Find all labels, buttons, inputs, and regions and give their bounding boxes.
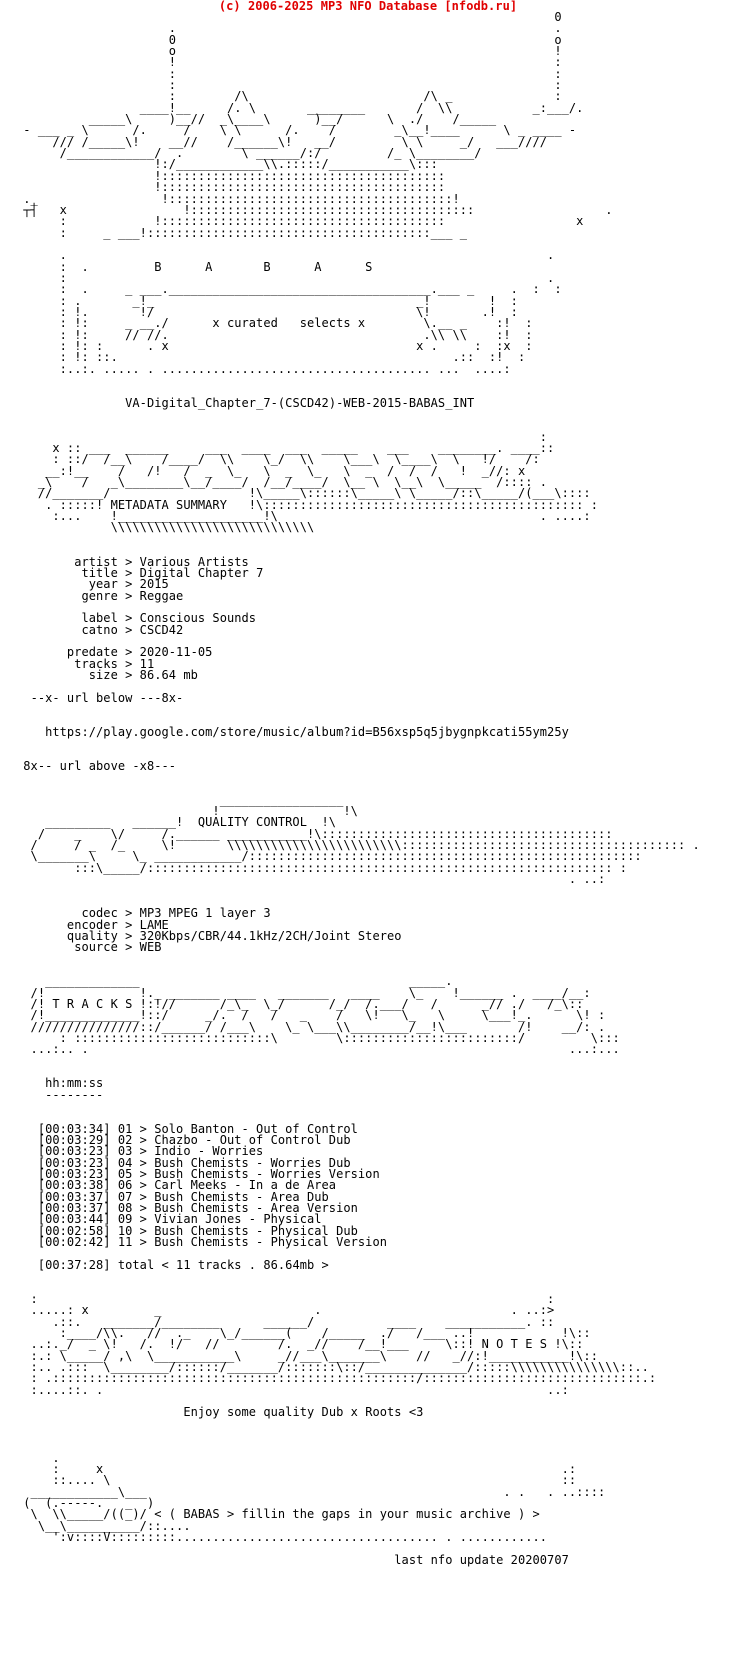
field-value: CSCD42 xyxy=(139,622,184,637)
track-row: [00:03:29] 02 > Chazbo - Out of Control … xyxy=(16,1133,351,1148)
time-underline: -------- xyxy=(45,1087,104,1102)
field-row-codec: codec > MP3 MPEG 1 layer 3 xyxy=(16,906,700,921)
field-key: predate > xyxy=(16,645,140,660)
field-row-catno: catno > CSCD42 xyxy=(16,622,700,637)
field-value: 2020-11-05 xyxy=(139,645,213,660)
field-value: WEB xyxy=(139,940,162,955)
field-row-predate: predate > 2020-11-05 xyxy=(16,645,700,660)
metadata-banner-ascii-art: : x :: ___ ______ ___ ____ ___ _____ ___… xyxy=(37,429,598,535)
quality-control-banner-ascii-art: _________________ ! !\ _________ ______!… xyxy=(30,792,700,887)
logo-mid-ascii-art: : _ ___!::::::::::::::::::::::::::::::::… xyxy=(59,225,562,376)
field-value: Digital Chapter 7 xyxy=(139,565,264,580)
field-value: 11 xyxy=(139,656,155,671)
album-url-link[interactable]: https://play.google.com/store/music/albu… xyxy=(45,724,569,739)
field-key: catno > xyxy=(16,622,140,637)
field-key: quality > xyxy=(16,928,140,943)
track-row: [00:03:34] 01 > Solo Banton - Out of Con… xyxy=(16,1121,358,1136)
track-row: [00:03:23] 05 > Bush Chemists - Worries … xyxy=(16,1167,380,1182)
field-key: encoder > xyxy=(16,917,140,932)
field-row-artist: artist > Various Artists xyxy=(16,554,700,569)
field-value: LAME xyxy=(139,917,169,932)
field-value: 86.64 mb xyxy=(139,667,198,682)
field-key: source > xyxy=(16,940,140,955)
field-key: year > xyxy=(16,577,140,592)
track-row: [00:02:42] 11 > Bush Chemists - Physical… xyxy=(16,1235,388,1250)
field-row-quality: quality > 320Kbps/CBR/44.1kHz/2CH/Joint … xyxy=(16,928,700,943)
track-row: [00:02:58] 10 > Bush Chemists - Physical… xyxy=(16,1223,358,1238)
field-value: Various Artists xyxy=(139,554,249,569)
last-update-line: last nfo update 20200707 xyxy=(16,1552,700,1567)
field-key: artist > xyxy=(16,554,140,569)
field-row-size: size > 86.64 mb xyxy=(16,667,700,682)
track-row: [00:03:38] 06 > Carl Meeks - In a de Are… xyxy=(16,1178,337,1193)
notes-banner-ascii-art: : : .....: x _ . . ..:> .::. _______/___… xyxy=(30,1291,657,1397)
track-list: [00:03:34] 01 > Solo Banton - Out of Con… xyxy=(16,1121,700,1250)
notes-text-line: Enjoy some quality Dub x Roots <3 xyxy=(16,1405,700,1420)
tracks-total-line: [00:37:28] total < 11 tracks . 86.64mb > xyxy=(37,1257,329,1272)
track-row: [00:03:23] 04 > Bush Chemists - Worries … xyxy=(16,1155,351,1170)
nfo-document: 0 . . 0 o o xyxy=(16,10,700,1567)
field-value: 320Kbps/CBR/44.1kHz/2CH/Joint Stereo xyxy=(139,928,402,943)
site-copyright-header: (c) 2006-2025 MP3 NFO Database [nfodb.ru… xyxy=(218,0,518,13)
tracks-banner-ascii-art: _____________ _____. /! !._ _______ ____… xyxy=(30,974,620,1057)
field-row-source: source > WEB xyxy=(16,940,700,955)
url-above-marker: 8x-- url above -x8--- xyxy=(23,758,177,773)
url-below-marker: --x- url below ---8x- xyxy=(30,690,184,705)
quality-block: codec > MP3 MPEG 1 layer 3 encoder > LAM… xyxy=(16,906,700,955)
field-row-tracks: tracks > 11 xyxy=(16,656,700,671)
field-row-label: label > Conscious Sounds xyxy=(16,611,700,626)
track-row: [00:03:44] 09 > Vivian Jones - Physical xyxy=(16,1212,322,1227)
field-value: 2015 xyxy=(139,577,169,592)
field-key: genre > xyxy=(16,588,140,603)
time-header: hh:mm:ss xyxy=(45,1076,104,1091)
field-key: tracks > xyxy=(16,656,140,671)
release-name: VA-Digital_Chapter_7-(CSCD42)-WEB-2015-B… xyxy=(125,395,475,410)
field-key: codec > xyxy=(16,906,140,921)
track-row: [00:03:37] 07 > Bush Chemists - Area Dub xyxy=(16,1189,329,1204)
release-name-line: VA-Digital_Chapter_7-(CSCD42)-WEB-2015-B… xyxy=(16,395,700,410)
notes-text: Enjoy some quality Dub x Roots <3 xyxy=(183,1405,424,1420)
field-row-title: title > Digital Chapter 7 xyxy=(16,565,700,580)
track-row: [00:03:23] 03 > Indio - Worries xyxy=(16,1144,264,1159)
field-key: size > xyxy=(16,667,140,682)
metadata-block: artist > Various Artists title > Digital… xyxy=(16,554,700,682)
last-update: last nfo update 20200707 xyxy=(394,1552,569,1567)
field-row-year: year > 2015 xyxy=(16,577,700,592)
field-value: Conscious Sounds xyxy=(139,611,257,626)
field-value: Reggae xyxy=(139,588,184,603)
field-row-genre: genre > Reggae xyxy=(16,588,700,603)
url-line: https://play.google.com/store/music/albu… xyxy=(16,724,700,739)
field-key: title > xyxy=(16,565,140,580)
logo-top-ascii-art: 0 . . 0 o o xyxy=(23,10,613,229)
field-key: label > xyxy=(16,611,140,626)
track-row: [00:03:37] 08 > Bush Chemists - Area Ver… xyxy=(16,1201,358,1216)
field-row-encoder: encoder > LAME xyxy=(16,917,700,932)
footer-ascii-art: . : x .: ::.... \ :: ____________\___ xyxy=(23,1450,606,1545)
field-value: MP3 MPEG 1 layer 3 xyxy=(139,906,271,921)
